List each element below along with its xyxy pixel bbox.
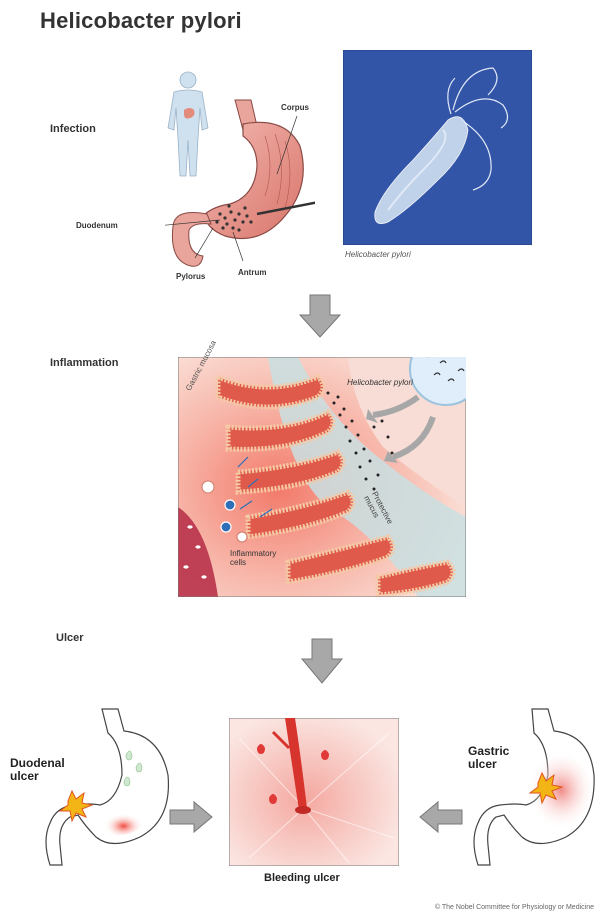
right-arrow-icon xyxy=(168,800,214,834)
down-arrow-icon xyxy=(296,293,344,341)
credit-text: © The Nobel Committee for Physiology or … xyxy=(435,904,594,911)
gastric-ulcer-stomach xyxy=(470,705,595,870)
bleeding-ulcer-illustration xyxy=(229,718,399,866)
label-gastric-ulcer: Gastric ulcer xyxy=(468,745,518,771)
inflammation-illustration xyxy=(178,357,466,597)
page-title: Helicobacter pylori xyxy=(40,8,242,34)
bacteria-micrograph xyxy=(343,50,532,245)
label-duodenum: Duodenum xyxy=(76,221,118,230)
label-pylorus: Pylorus xyxy=(176,272,205,281)
label-bleeding-ulcer: Bleeding ulcer xyxy=(264,872,340,885)
section-label-inflammation: Inflammation xyxy=(50,357,118,369)
label-corpus: Corpus xyxy=(281,103,309,112)
micrograph-caption: Helicobacter pylori xyxy=(345,250,411,259)
duodenal-ulcer-stomach xyxy=(40,705,175,870)
section-label-infection: Infection xyxy=(50,123,96,135)
label-duodenal-ulcer: Duodenal ulcer xyxy=(10,757,70,783)
label-inflammatory-cells: Inflammatory cells xyxy=(230,549,290,567)
down-arrow-icon xyxy=(298,637,346,687)
label-bacteria: Helicobacter pylori xyxy=(340,378,420,387)
stomach-infection-illustration xyxy=(165,96,315,271)
section-label-ulcer: Ulcer xyxy=(56,632,84,644)
label-antrum: Antrum xyxy=(238,268,266,277)
left-arrow-icon xyxy=(418,800,464,834)
